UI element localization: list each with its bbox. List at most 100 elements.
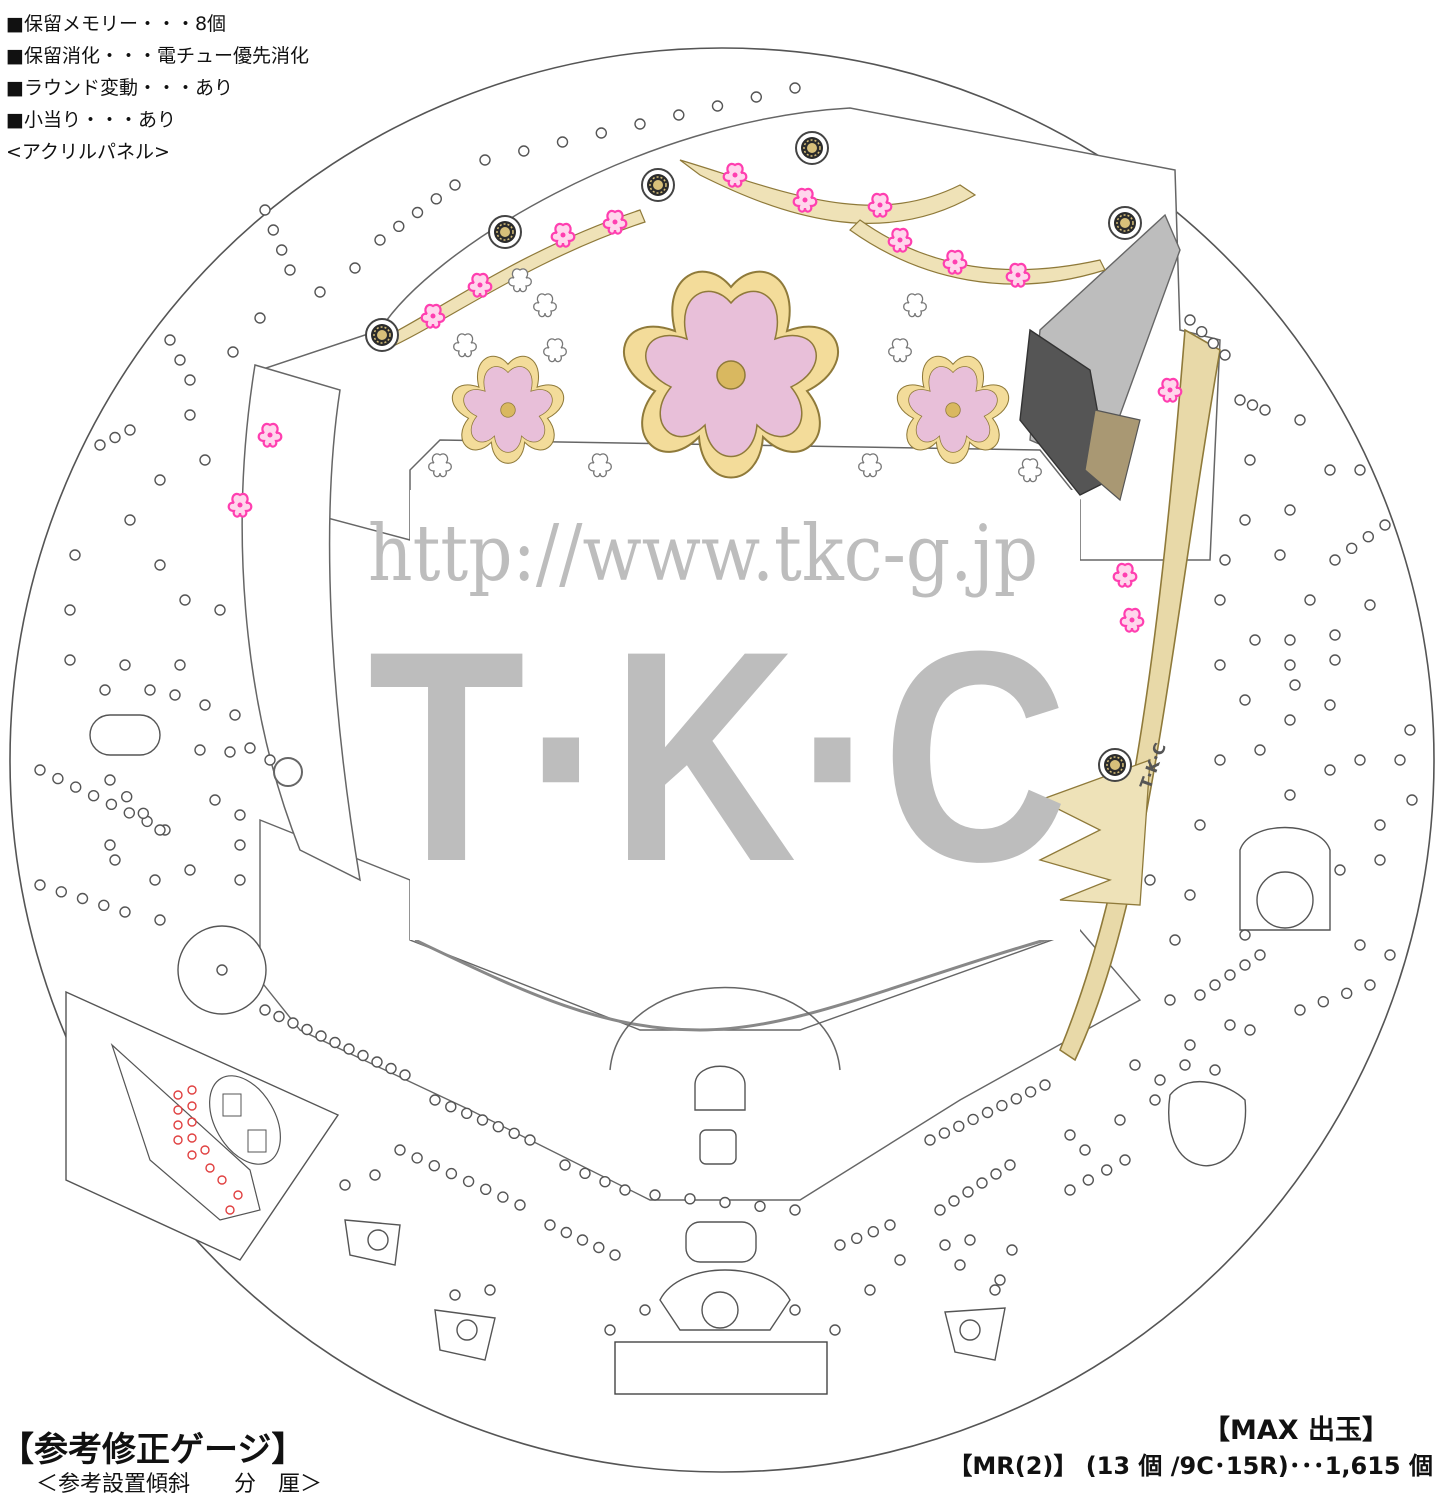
pin-nail-icon <box>224 746 236 758</box>
pin-nail-icon <box>1024 1086 1037 1098</box>
pin-nail-icon <box>104 839 116 851</box>
pin-nail-icon <box>609 1249 621 1261</box>
pin-nail-icon <box>1334 864 1346 876</box>
pin-nail-icon <box>948 1195 960 1207</box>
pin-nail-icon <box>1219 554 1231 566</box>
left-rail <box>241 364 361 882</box>
pin-nail-icon <box>1239 929 1251 941</box>
pin-nail-icon <box>1284 659 1296 671</box>
spec-acrylic-panel: <アクリルパネル> <box>6 141 170 163</box>
pin-nail-icon <box>209 794 221 806</box>
pin-nail-icon <box>711 100 724 112</box>
pin-nail-icon <box>104 774 116 786</box>
pin-nail-icon <box>94 439 106 451</box>
lcd-window <box>410 490 1080 940</box>
pin-nail-icon <box>1239 959 1251 971</box>
spec-reserve-consume: ■保留消化・・・電チュー優先消化 <box>6 45 309 67</box>
pin-nail-icon <box>750 91 762 103</box>
pin-nail-icon <box>1244 1024 1256 1036</box>
pin-nail-icon <box>169 689 181 701</box>
pin-nail-icon <box>349 262 361 274</box>
bottom-center-attacker <box>659 1221 791 1331</box>
pin-nail-icon <box>1329 654 1341 666</box>
pin-nail-icon <box>184 864 196 876</box>
pin-nail-icon <box>996 1099 1008 1112</box>
pin-nail-icon <box>1169 934 1181 946</box>
pin-nail-icon <box>1404 724 1416 736</box>
pin-nail-icon <box>1294 1004 1306 1016</box>
pin-nail-icon <box>1179 1059 1191 1071</box>
pin-nail-icon <box>789 82 801 94</box>
pin-nail-icon <box>964 1234 976 1246</box>
pin-nail-icon <box>1239 694 1251 706</box>
pin-nail-icon <box>1345 542 1358 554</box>
pin-nail-icon <box>754 1200 766 1213</box>
pin-nail-icon <box>1294 414 1306 426</box>
pin-nail-icon <box>109 854 121 866</box>
pin-nail-icon <box>1244 454 1256 466</box>
cherry-blossom-icon <box>1112 562 1138 588</box>
pin-nail-icon <box>476 1114 489 1126</box>
pin-nail-icon <box>119 659 131 671</box>
pin-nail-icon <box>559 1159 571 1171</box>
pin-nail-icon <box>119 906 131 918</box>
pin-nail-icon <box>595 127 607 139</box>
bronze-wing <box>1084 409 1141 502</box>
pin-nail-icon <box>497 1191 509 1203</box>
pin-nail-icon <box>276 244 288 256</box>
pin-nail-icon <box>267 224 279 236</box>
pin-nail-icon <box>273 1010 285 1023</box>
pin-nail-icon <box>719 1196 731 1209</box>
pin-nail-icon <box>789 1304 801 1316</box>
reference-gauge-title: 【参考修正ゲージ】 <box>0 1430 306 1470</box>
pin-nail-icon <box>1354 464 1366 476</box>
pin-nail-icon <box>259 1004 271 1016</box>
pin-nail-icon <box>462 1175 475 1188</box>
gear-emblem-icon <box>488 215 522 249</box>
right-rail <box>1059 328 1221 1062</box>
pin-nail-icon <box>1234 394 1246 406</box>
pin-nail-icon <box>1219 349 1231 361</box>
gear-emblem-icon <box>1108 206 1142 240</box>
pin-nail-icon <box>1329 629 1341 641</box>
pin-nail-icon <box>884 1219 896 1231</box>
pin-nail-icon <box>967 1113 979 1126</box>
pin-nail-icon <box>1239 514 1251 526</box>
pin-nail-icon <box>604 1324 616 1336</box>
pin-nail-icon <box>369 1169 381 1181</box>
pin-nail-icon <box>962 1186 974 1198</box>
pin-nail-icon <box>1082 1174 1095 1186</box>
pin-nail-icon <box>1154 1074 1166 1086</box>
pin-nail-icon <box>480 1183 492 1196</box>
pin-nail-icon <box>214 604 226 616</box>
cherry-blossom-icon <box>428 453 452 478</box>
pin-nail-icon <box>87 790 100 802</box>
pin-nail-icon <box>164 334 176 346</box>
pin-nail-icon <box>154 824 166 836</box>
pin-nail-icon <box>1064 1184 1076 1196</box>
cherry-blossom-icon <box>588 453 612 478</box>
pin-nail-icon <box>154 914 166 926</box>
pin-nail-icon <box>1195 326 1208 338</box>
pin-nail-icon <box>357 1049 369 1062</box>
pin-nail-icon <box>1010 1093 1022 1105</box>
pin-nail-icon <box>194 744 206 756</box>
pin-nail-icon <box>1149 1094 1161 1106</box>
left-windmill-pin <box>216 964 228 976</box>
cherry-blossom-icon <box>1119 607 1145 633</box>
pin-nail-icon <box>449 179 461 191</box>
pin-nail-icon <box>199 454 211 466</box>
pin-nail-icon <box>371 1056 383 1068</box>
pin-nail-icon <box>430 193 442 205</box>
pin-nail-icon <box>1224 1019 1236 1031</box>
bottom-out-hole <box>614 1341 828 1395</box>
pin-nail-icon <box>329 1036 341 1049</box>
pin-nail-icon <box>1194 989 1206 1001</box>
pin-nail-icon <box>851 1232 863 1245</box>
pin-nail-icon <box>544 1219 556 1231</box>
pin-nail-icon <box>445 1100 457 1113</box>
pin-nail-icon <box>461 1107 473 1120</box>
pin-nail-icon <box>579 1167 591 1180</box>
pin-nail-icon <box>1284 504 1296 516</box>
